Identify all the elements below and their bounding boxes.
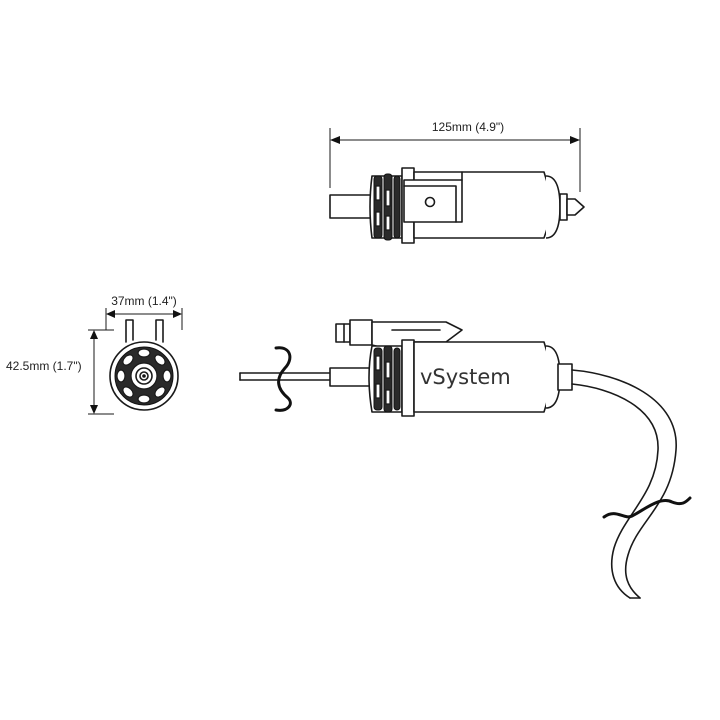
side-collar	[401, 339, 415, 417]
length-dimension-label: 125mm (4.9")	[432, 120, 504, 134]
top-clip-plate	[403, 179, 463, 223]
end-view: 37mm (1.4") 42.5mm (1.7")	[6, 294, 183, 415]
side-knurled-ring	[368, 345, 403, 413]
knurl-slots	[116, 348, 172, 404]
length-dimension: 125mm (4.9")	[329, 120, 581, 192]
width-dimension: 37mm (1.4")	[105, 294, 183, 330]
brand-label: vSystem	[420, 365, 511, 389]
top-knurled-ring	[369, 173, 403, 241]
clip-prong-left	[125, 319, 134, 343]
side-inlet-tube	[329, 367, 373, 387]
outlet-nipple	[566, 198, 585, 216]
clip-screw-icon	[424, 196, 436, 208]
outlet-cable-upper	[571, 369, 677, 599]
inlet-tube	[329, 194, 373, 219]
height-dimension: 42.5mm (1.7")	[6, 329, 114, 415]
outlet-cable-lower	[571, 383, 659, 599]
cable-boot	[557, 363, 573, 391]
clip-prong-right	[155, 319, 164, 343]
cable-break-symbol	[602, 496, 692, 519]
side-view: vSystem	[239, 319, 692, 599]
wire-break-symbol	[274, 346, 292, 412]
top-end-cap	[545, 175, 561, 239]
top-view: 125mm (4.9")	[329, 120, 585, 244]
height-dimension-label: 42.5mm (1.7")	[6, 359, 82, 373]
top-connector	[335, 319, 463, 351]
width-dimension-label: 37mm (1.4")	[111, 294, 177, 308]
